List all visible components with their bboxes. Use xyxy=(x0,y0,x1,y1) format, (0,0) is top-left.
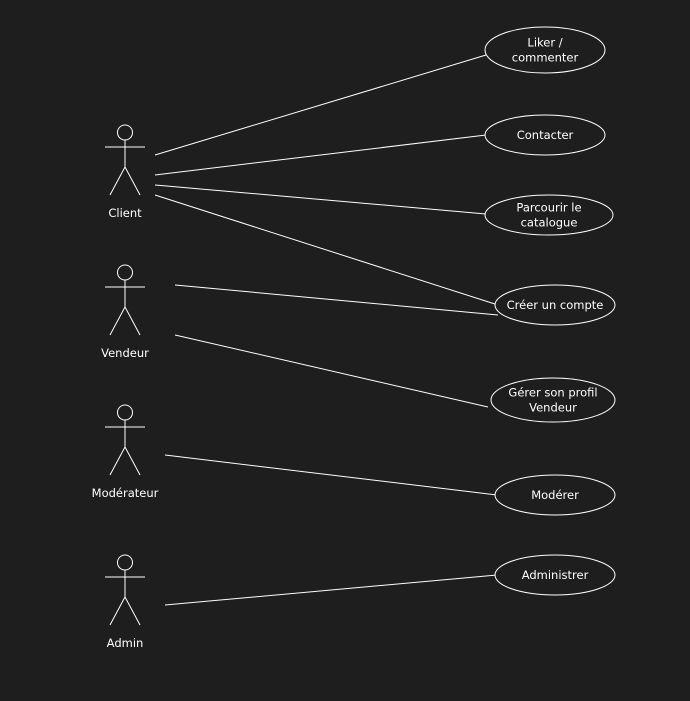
actor-vendeur[interactable]: Vendeur xyxy=(101,264,149,360)
use-case-contacter[interactable]: Contacter xyxy=(484,114,606,156)
actor-label: Modérateur xyxy=(92,486,159,500)
use-case-ellipse xyxy=(484,114,606,156)
use-case-moderer[interactable]: Modérer xyxy=(494,474,616,516)
use-case-ellipse xyxy=(494,474,616,516)
use-case-ellipse xyxy=(484,26,606,74)
use-case-ellipse xyxy=(490,377,616,423)
association-admin-administrer xyxy=(164,574,498,606)
use-case-administrer[interactable]: Administrer xyxy=(494,554,616,596)
association-moderateur-moderer xyxy=(164,454,498,496)
associations-layer xyxy=(154,54,499,606)
use-case-ellipse xyxy=(484,194,614,236)
use-case-label: Vendeur xyxy=(529,401,577,415)
stick-figure-icon xyxy=(105,124,145,196)
use-case-label: Administrer xyxy=(522,568,589,582)
actor-client[interactable]: Client xyxy=(105,124,145,220)
association-client-parcourir xyxy=(154,184,487,215)
actor-label: Admin xyxy=(107,636,144,650)
actor-label: Client xyxy=(108,206,142,220)
use-case-label: Liker / xyxy=(527,36,562,50)
use-case-ellipse xyxy=(494,554,616,596)
association-client-creer-compte xyxy=(154,194,499,306)
use-case-label: catalogue xyxy=(521,216,578,230)
association-vendeur-gerer-profil xyxy=(174,334,489,408)
use-case-label: Parcourir le xyxy=(516,201,581,215)
actor-label: Vendeur xyxy=(101,346,149,360)
association-client-contacter xyxy=(154,134,487,176)
stick-figure-icon xyxy=(105,554,145,626)
association-client-liker xyxy=(154,54,487,156)
use-case-label: Modérer xyxy=(531,488,579,502)
association-vendeur-creer-compte xyxy=(174,284,499,316)
use-case-label: Gérer son profil xyxy=(508,386,597,400)
stick-figure-icon xyxy=(105,404,145,476)
use-case-label: Contacter xyxy=(517,128,574,142)
actor-admin[interactable]: Admin xyxy=(105,554,145,650)
use-case-liker[interactable]: Liker /commenter xyxy=(484,26,606,74)
actor-moderateur[interactable]: Modérateur xyxy=(92,404,159,500)
use-case-label: commenter xyxy=(512,51,579,65)
use-case-label: Créer un compte xyxy=(507,298,604,312)
use-case-ellipse xyxy=(494,284,616,326)
stick-figure-icon xyxy=(105,264,145,336)
use-case-creer-compte[interactable]: Créer un compte xyxy=(494,284,616,326)
